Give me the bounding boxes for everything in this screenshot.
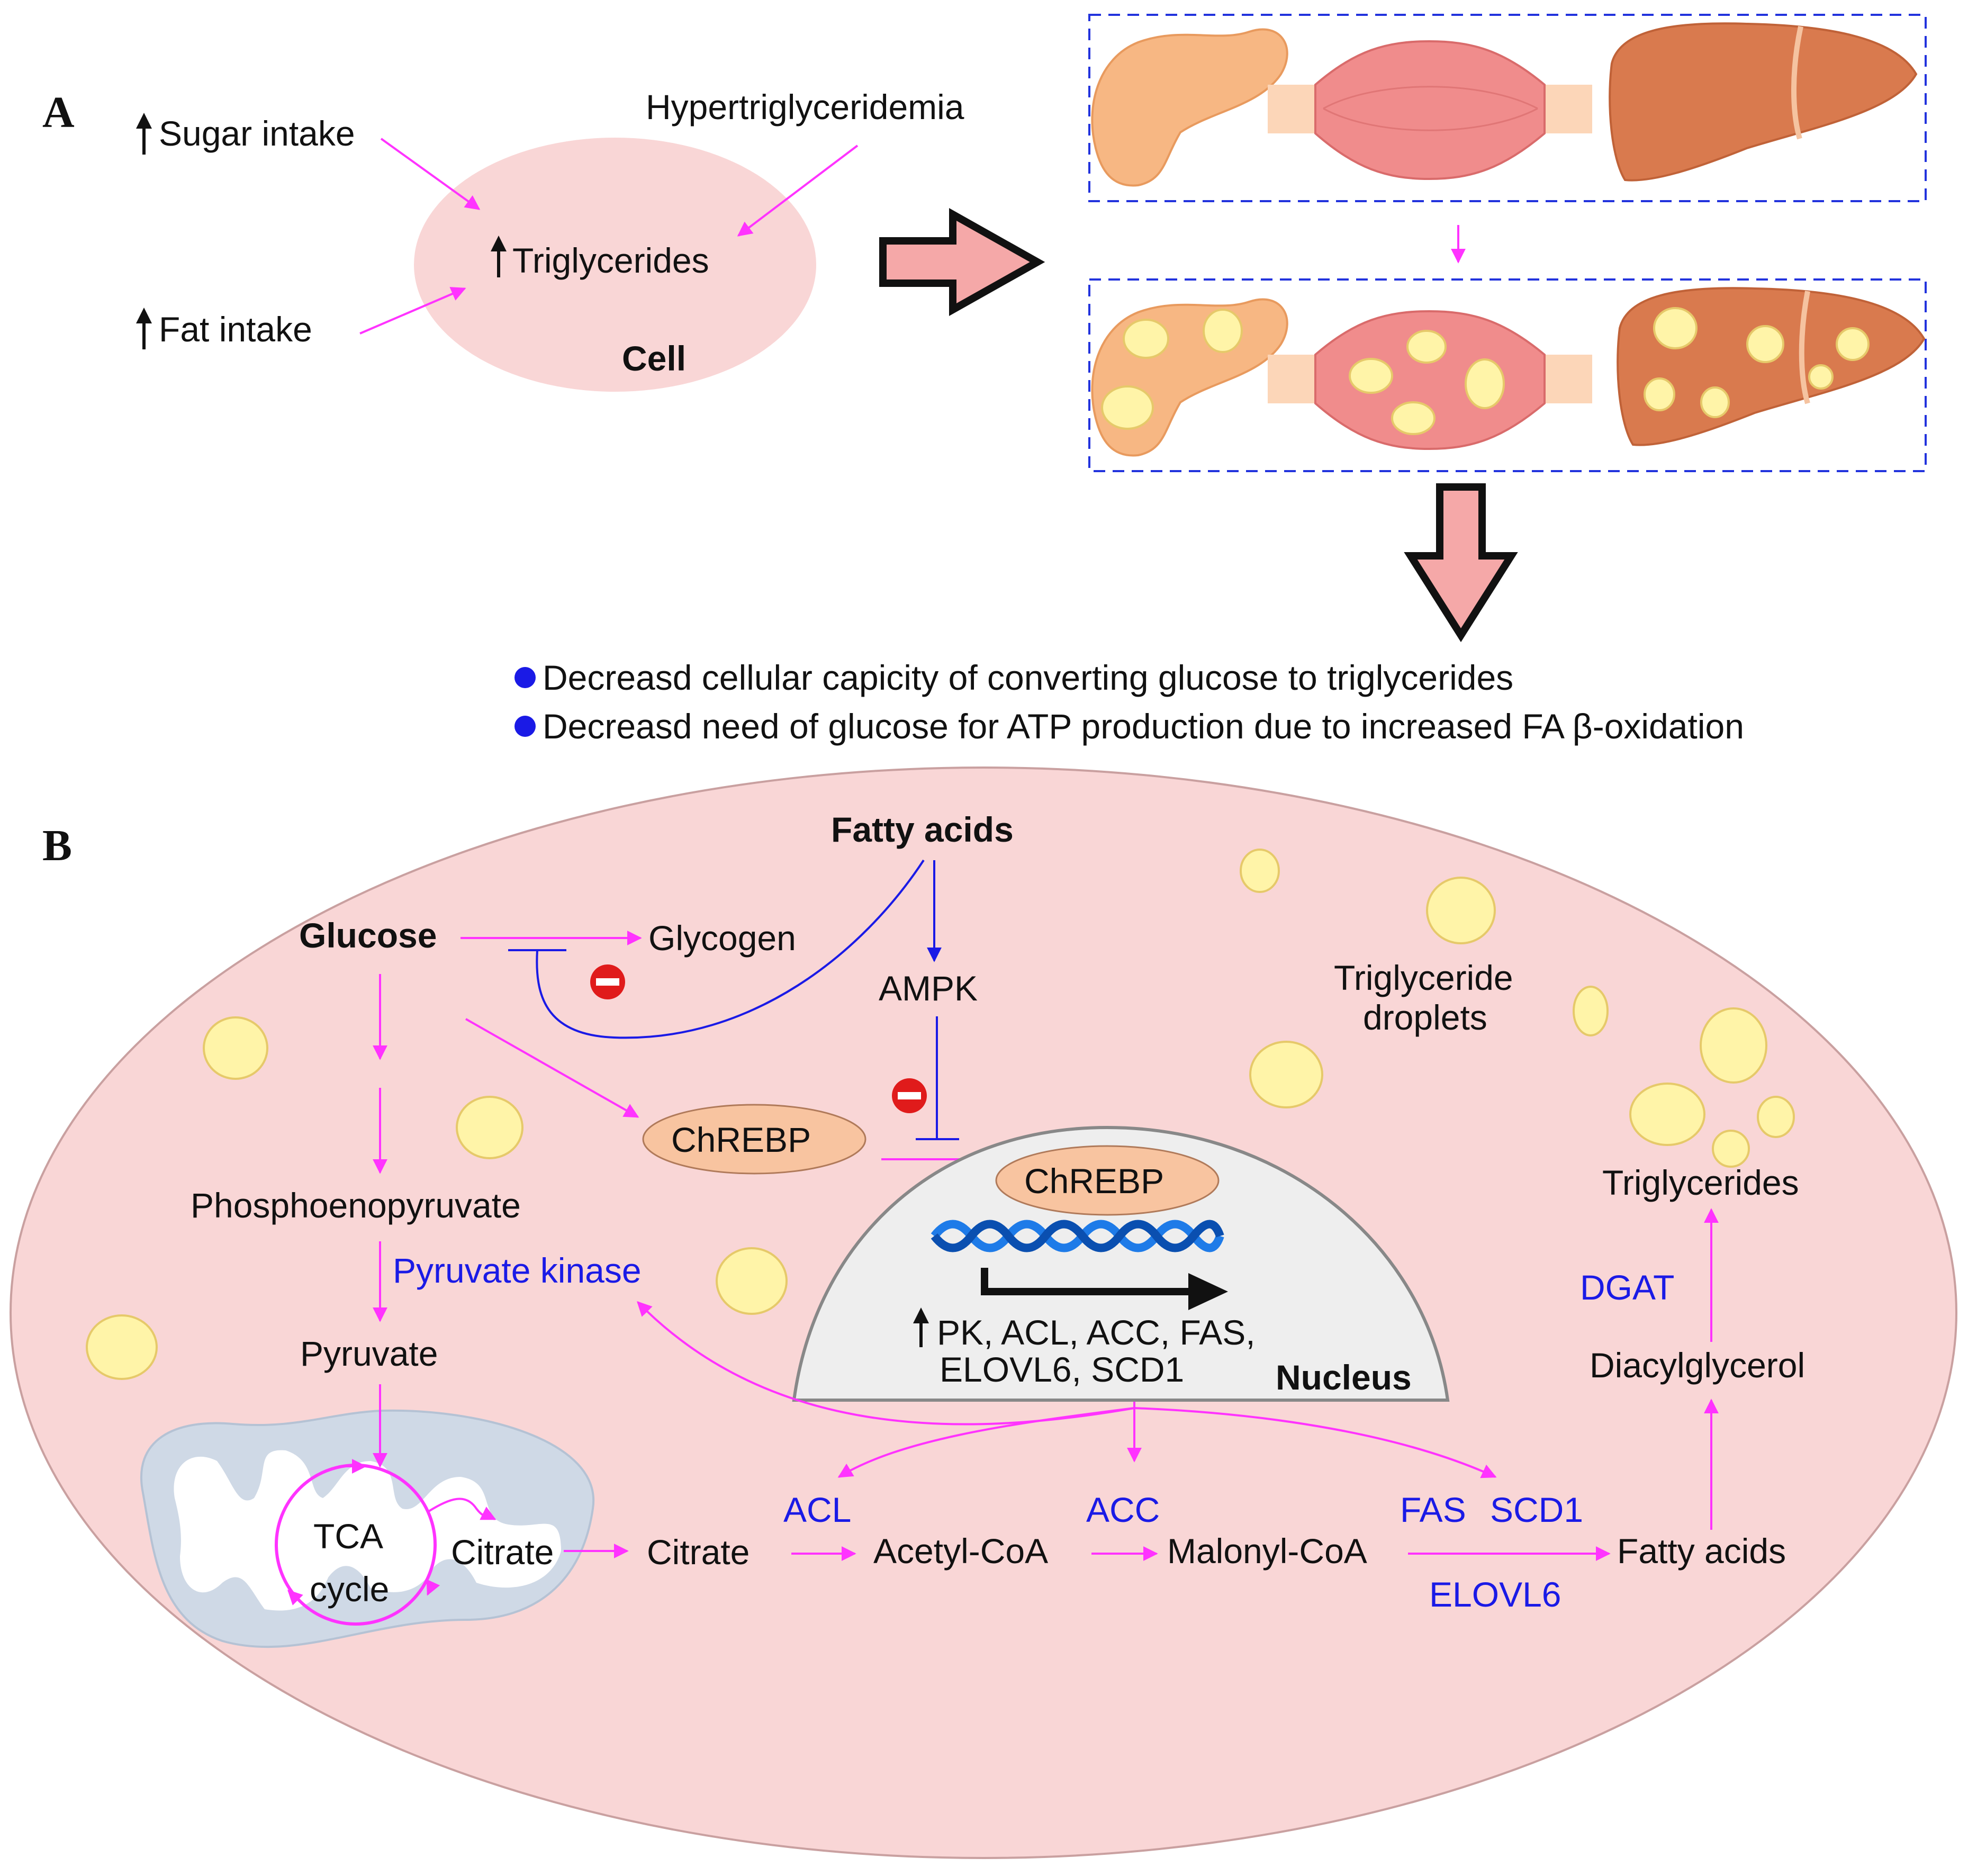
ampk-label: AMPK (879, 969, 978, 1008)
transcription-arrow (981, 1268, 1191, 1295)
inhibit-icon-bar (596, 978, 619, 986)
citrate-mito-label: Citrate (451, 1532, 554, 1572)
triglyceride-droplets-label-1: Triglyceride (1334, 958, 1513, 997)
pyruvate-label: Pyruvate (300, 1334, 438, 1373)
chrebp-nucleus-label: ChREBP (1024, 1161, 1164, 1201)
hypertriglyceridemia-label: Hypertriglyceridemia (646, 87, 964, 127)
fatty-liver-icon (1617, 287, 1926, 446)
fat-arrow (359, 287, 466, 335)
cell-label: Cell (622, 339, 686, 378)
acetyl-coa-label: Acetyl-CoA (873, 1531, 1048, 1571)
outcome-2: Decreasd need of glucose for ATP product… (543, 707, 1744, 746)
panel-a-label: A (42, 88, 75, 137)
inhibit-icon-bar (898, 1092, 921, 1099)
scd1-label: SCD1 (1490, 1490, 1583, 1529)
cell-ellipse (414, 138, 816, 392)
pancreas-icon (1091, 28, 1288, 187)
fatty-acids-bottom-label: Fatty acids (1617, 1531, 1786, 1571)
mitochondrion (140, 1409, 595, 1648)
fatty-muscle-icon (1268, 310, 1592, 450)
phosphoenolpyruvate-label: Phosphoenopyruvate (191, 1186, 521, 1225)
panel-b-label: B (42, 821, 72, 870)
big-right-arrow (879, 208, 1045, 316)
nucleus (792, 1125, 1450, 1402)
fas-label: FAS (1400, 1490, 1466, 1529)
fatty-pancreas-icon (1091, 298, 1288, 457)
pyruvate-kinase-label: Pyruvate kinase (393, 1251, 642, 1290)
tca-label-2: cycle (310, 1570, 389, 1609)
nucleus-to-pk-arrow (637, 1301, 1135, 1426)
triglycerides-label: Triglycerides (1602, 1163, 1799, 1202)
triglyceride-droplets-label-2: droplets (1363, 998, 1487, 1037)
fa-inhibit-glycogen (536, 859, 925, 1039)
malonyl-coa-label: Malonyl-CoA (1167, 1531, 1367, 1571)
tca-to-citrate-arrow (428, 1498, 496, 1520)
sugar-intake-label: Sugar intake (159, 114, 355, 153)
diacylglycerol-label: Diacylglycerol (1590, 1346, 1805, 1385)
nucleus-label: Nucleus (1276, 1358, 1412, 1397)
tca-cycle-arrow-3 (287, 1590, 303, 1606)
bullet-icon (514, 716, 536, 737)
citrate-label: Citrate (647, 1532, 750, 1572)
outcome-1: Decreasd cellular capicity of converting… (543, 658, 1513, 697)
muscle-icon (1268, 40, 1592, 181)
genes-line-1: PK, ACL, ACC, FAS, (937, 1313, 1256, 1352)
dna-helix-icon (931, 1220, 1224, 1252)
sugar-arrow (380, 138, 481, 210)
chrebp-nucleus (995, 1145, 1220, 1216)
acc-label: ACC (1086, 1490, 1160, 1529)
genes-line-2: ELOVL6, SCD1 (940, 1350, 1184, 1389)
acl-label: ACL (783, 1490, 851, 1529)
hypertg-arrow (737, 145, 859, 237)
chrebp-cyto-label: ChREBP (671, 1120, 811, 1159)
glucose-label: Glucose (299, 916, 437, 955)
glucose-to-chrebp-arrow (465, 1018, 639, 1118)
bullet-icon (514, 667, 536, 688)
liver-icon (1609, 22, 1918, 182)
tca-cycle-arrow-2 (426, 1579, 440, 1596)
tca-label-1: TCA (313, 1517, 383, 1556)
fatty-acids-top-label: Fatty acids (831, 810, 1014, 849)
transcription-arrowhead (1188, 1273, 1228, 1310)
cell-triglycerides-label: Triglycerides (512, 241, 709, 280)
triglyceride-droplets (86, 849, 1795, 1380)
healthy-organs-box (1088, 14, 1927, 202)
dgat-label: DGAT (1580, 1268, 1674, 1307)
chrebp-cyto (642, 1104, 866, 1175)
nucleus-to-fas-scd1-arrow (1134, 1407, 1497, 1478)
fat-intake-label: Fat intake (159, 310, 312, 349)
nucleus-to-acl-arrow (837, 1407, 1135, 1478)
big-down-arrow (1404, 483, 1518, 643)
glycogen-label: Glycogen (648, 918, 796, 958)
elovl6-label: ELOVL6 (1429, 1575, 1561, 1614)
